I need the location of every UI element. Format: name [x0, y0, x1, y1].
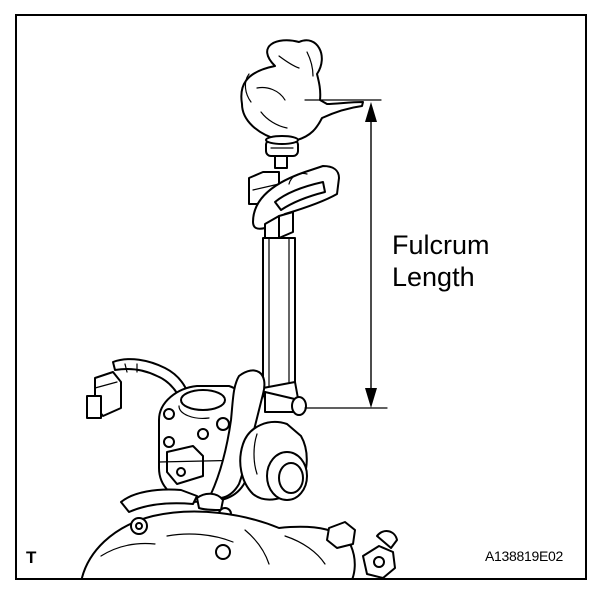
upper-clamp	[248, 165, 340, 241]
hand-drawing	[240, 39, 364, 141]
fulcrum-label-line1: Fulcrum	[392, 230, 490, 260]
fulcrum-label-line2: Length	[392, 262, 475, 292]
tool-top-knob	[265, 135, 299, 169]
wrench-shaft	[262, 237, 296, 397]
vehicle-chassis-parts	[81, 510, 398, 578]
figure-code: A138819E02	[485, 548, 563, 564]
lower-arm	[262, 381, 307, 416]
fulcrum-length-dimension	[304, 99, 388, 409]
technical-illustration	[81, 39, 398, 578]
steering-gear-assembly	[86, 358, 308, 521]
corner-mark: T	[26, 548, 37, 567]
illustration-frame: Fulcrum Length T A138819E02	[15, 14, 587, 580]
